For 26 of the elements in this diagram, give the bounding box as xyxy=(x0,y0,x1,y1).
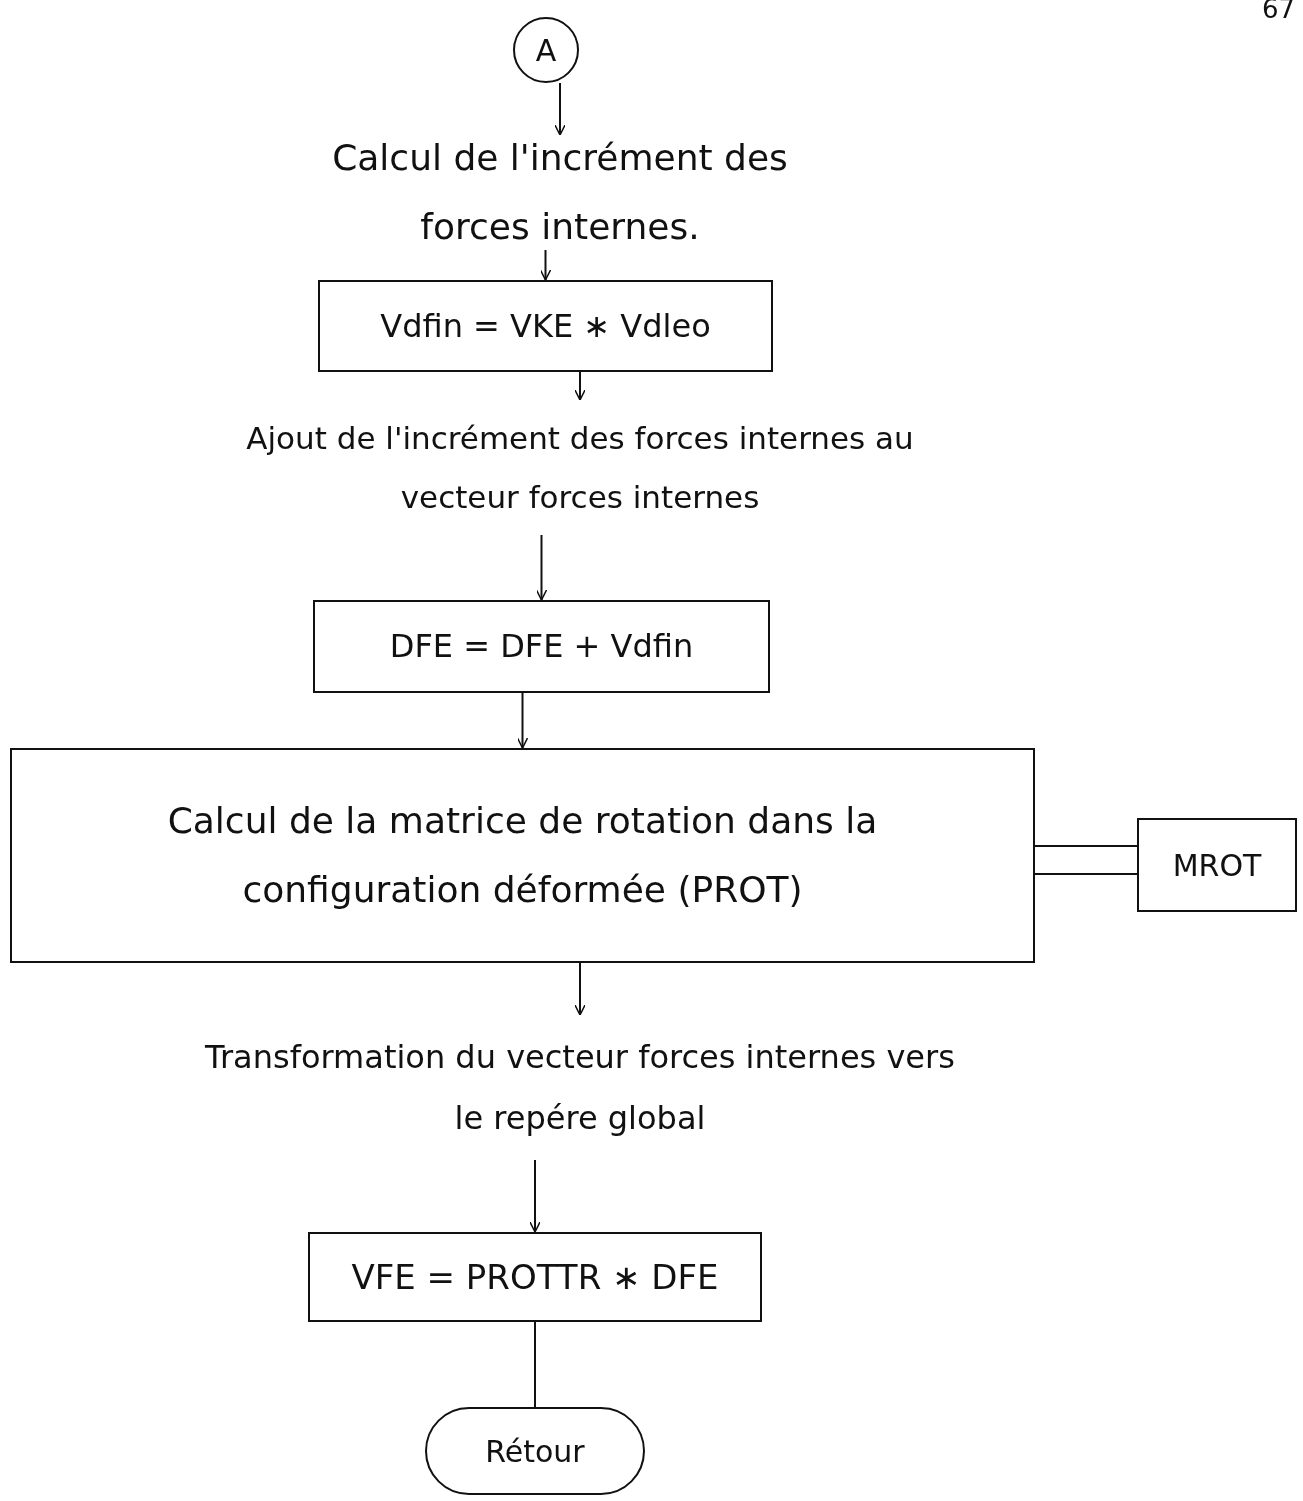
step-description: Calcul de l'incrément des forces internes. xyxy=(331,136,789,249)
process-box xyxy=(318,280,773,372)
terminal-box xyxy=(425,1407,645,1495)
process-box xyxy=(308,1232,762,1322)
arrow xyxy=(574,962,586,1016)
connector-line xyxy=(1034,845,1138,875)
connector-line xyxy=(534,1321,536,1408)
node-text: Rétour xyxy=(485,1432,585,1471)
node-text: A xyxy=(535,31,557,70)
arrow xyxy=(516,692,529,749)
arrow xyxy=(539,249,552,281)
node-text: DFE = DFE + Vdfin xyxy=(389,626,694,668)
node-text: Calcul de la matrice de rotation dans la configuration déformée (PROT) xyxy=(166,799,879,912)
arrow xyxy=(529,1159,541,1233)
step-description: Ajout de l'incrément des forces internes au vecteur forces internes xyxy=(245,418,915,517)
arrow xyxy=(554,82,566,136)
process-box xyxy=(10,748,1035,963)
node-text: VFE = PROTTR ∗ DFE xyxy=(351,1255,719,1299)
step-description: Transformation du vecteur forces internes vers le repére global xyxy=(204,1036,956,1139)
arrow xyxy=(535,534,548,601)
process-box xyxy=(313,600,770,693)
node-text: MROT xyxy=(1172,846,1262,885)
node-text: Vdfin = VKE ∗ Vdleo xyxy=(380,305,711,347)
connector-circle xyxy=(513,17,579,83)
arrow xyxy=(574,371,586,401)
process-box xyxy=(1137,818,1297,912)
